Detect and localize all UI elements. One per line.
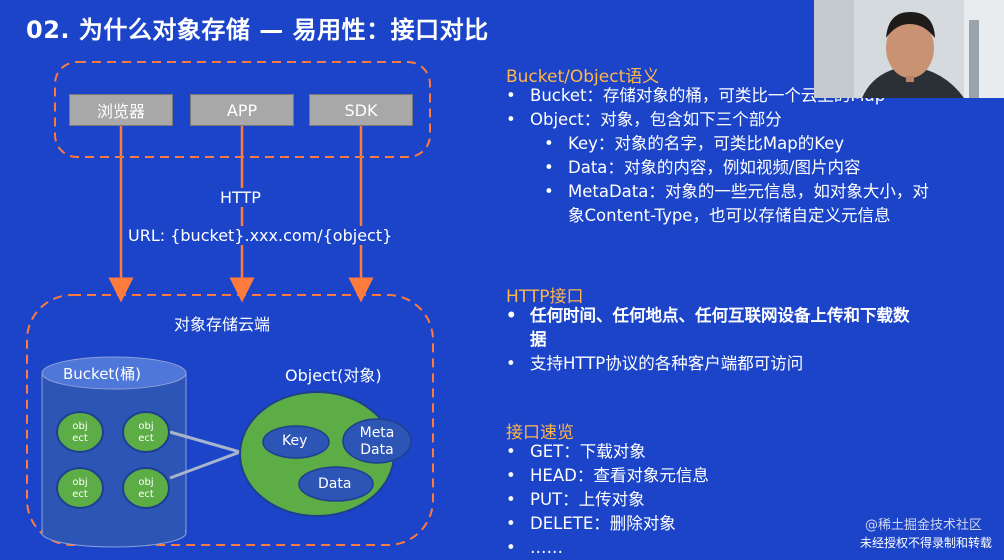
- key-label: Key: [282, 433, 308, 449]
- http-list: 任何时间、任何地点、任何互联网设备上传和下载数 据 支持HTTP协议的各种客户端…: [502, 304, 910, 376]
- data-part: [298, 466, 374, 502]
- watermark: @稀土掘金技术社区: [864, 518, 982, 533]
- copyright-notice: 未经授权不得录制和转载: [859, 536, 992, 550]
- meta-data-part: [342, 418, 412, 464]
- data-label: Data: [318, 476, 352, 492]
- client-sdk: SDK: [309, 94, 413, 126]
- list-item: Data：对象的内容，例如视频/图片内容: [502, 156, 929, 180]
- key-part: [262, 425, 330, 459]
- list-item: GET：下载对象: [502, 440, 709, 464]
- protocol-label: HTTP: [218, 188, 263, 207]
- slide-title: 02. 为什么对象存储 — 易用性：接口对比: [26, 16, 489, 44]
- list-item: Bucket：存储对象的桶，可类比一个云上的Map: [502, 84, 929, 108]
- list-item: 据: [530, 330, 547, 349]
- list-item: 任何时间、任何地点、任何互联网设备上传和下载数: [502, 304, 910, 328]
- api-title: 接口速览: [506, 423, 574, 443]
- list-item: Object：对象，包含如下三个部分: [502, 108, 929, 132]
- client-app: APP: [190, 94, 294, 126]
- presenter-image: [814, 0, 1004, 98]
- client-browser: 浏览器: [69, 94, 173, 126]
- url-label: URL: {bucket}.xxx.com/{object}: [126, 226, 395, 245]
- semantics-list: Bucket：存储对象的桶，可类比一个云上的Map Object：对象，包含如下…: [502, 84, 929, 228]
- list-item: MetaData：对象的一些元信息，如对象大小，对: [502, 180, 929, 204]
- object-label: Object(对象): [285, 366, 382, 385]
- list-item: Key：对象的名字，可类比Map的Key: [502, 132, 929, 156]
- webcam-video: [814, 0, 1004, 98]
- bucket-cylinder: [41, 356, 187, 548]
- list-item: 支持HTTP协议的各种客户端都可访问: [502, 352, 910, 376]
- architecture-diagram: [26, 61, 434, 548]
- http-title: HTTP接口: [506, 287, 584, 307]
- list-item: PUT：上传对象: [502, 488, 709, 512]
- bucket-label: Bucket(桶): [63, 365, 142, 383]
- list-item: HEAD：查看对象元信息: [502, 464, 709, 488]
- list-item: DELETE：删除对象: [502, 512, 709, 536]
- api-list: GET：下载对象 HEAD：查看对象元信息 PUT：上传对象 DELETE：删除…: [502, 440, 709, 560]
- cloud-label: 对象存储云端: [174, 315, 271, 334]
- list-item: ……: [502, 536, 709, 560]
- object-cell: [56, 411, 104, 453]
- semantics-title: Bucket/Object语义: [506, 67, 660, 87]
- object-cell: [122, 467, 170, 509]
- object-cell: [122, 411, 170, 453]
- list-item: 象Content-Type，也可以存储自定义元信息: [568, 206, 891, 225]
- object-cell: [56, 467, 104, 509]
